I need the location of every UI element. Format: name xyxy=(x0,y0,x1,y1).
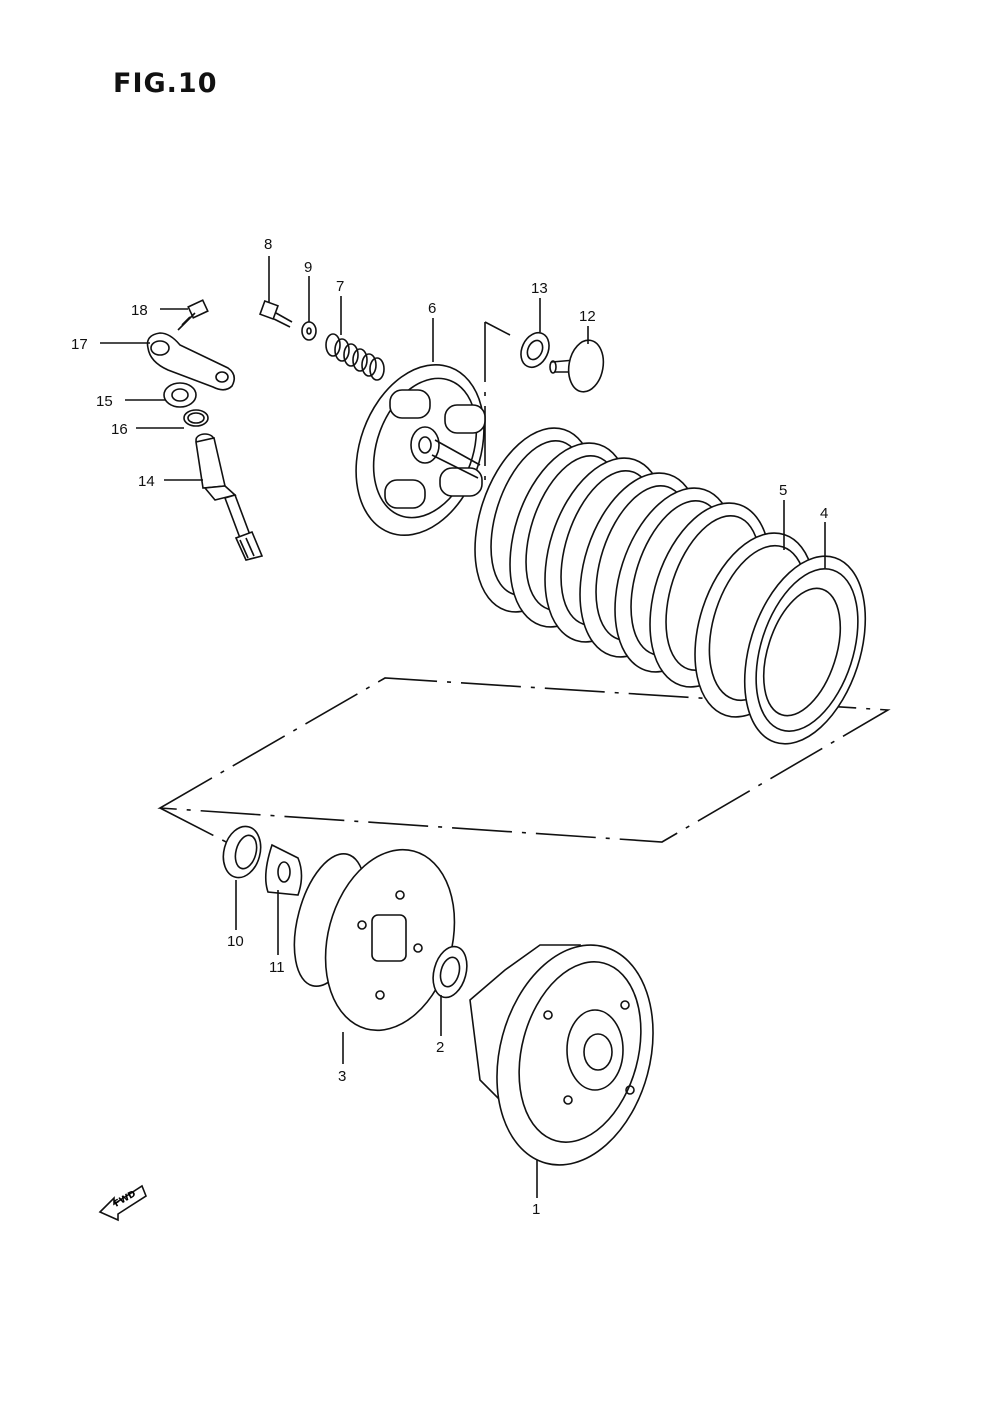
part-number-5: 5 xyxy=(779,482,787,499)
part-number-4: 4 xyxy=(820,505,828,522)
release-lever-17 xyxy=(146,332,236,391)
washer-9 xyxy=(301,321,317,341)
part-number-2: 2 xyxy=(436,1039,444,1056)
clutch-sleeve-hub-3 xyxy=(293,848,456,1032)
part-number-6: 6 xyxy=(428,300,436,317)
clutch-housing-1 xyxy=(469,944,654,1166)
oil-seal-15 xyxy=(163,382,197,408)
forward-arrow-icon: FWD xyxy=(98,1184,147,1222)
assembly-line-top xyxy=(484,321,511,336)
part-number-15: 15 xyxy=(96,393,113,410)
assembly-line-lower xyxy=(157,677,891,843)
assembly-line-left xyxy=(159,807,233,846)
o-ring-16 xyxy=(183,409,209,427)
part-number-16: 16 xyxy=(111,421,128,438)
leader-lines xyxy=(100,256,826,1198)
part-number-11: 11 xyxy=(269,959,285,976)
bolt-8 xyxy=(259,300,293,328)
pusher-12 xyxy=(549,339,605,393)
part-number-12: 12 xyxy=(579,308,596,325)
part-number-13: 13 xyxy=(531,280,548,297)
clutch-spring-7 xyxy=(325,333,385,381)
part-number-18: 18 xyxy=(131,302,148,319)
part-number-9: 9 xyxy=(304,259,312,276)
release-shaft-14 xyxy=(195,433,264,561)
lock-washer-2 xyxy=(432,945,468,999)
part-number-3: 3 xyxy=(338,1068,346,1085)
part-number-14: 14 xyxy=(138,473,155,490)
pressure-plate-6 xyxy=(355,363,486,537)
thrust-washer-11 xyxy=(264,843,303,896)
friction-plate-4 xyxy=(743,555,867,745)
part-number-17: 17 xyxy=(71,336,88,353)
bearing-13 xyxy=(520,331,550,369)
part-number-8: 8 xyxy=(264,236,272,253)
part-number-10: 10 xyxy=(227,933,244,950)
figure-title: FIG.10 xyxy=(113,68,218,99)
part-number-7: 7 xyxy=(336,278,344,295)
spacer-10 xyxy=(222,825,262,879)
bolt-18 xyxy=(177,299,209,331)
part-number-1: 1 xyxy=(532,1201,540,1218)
